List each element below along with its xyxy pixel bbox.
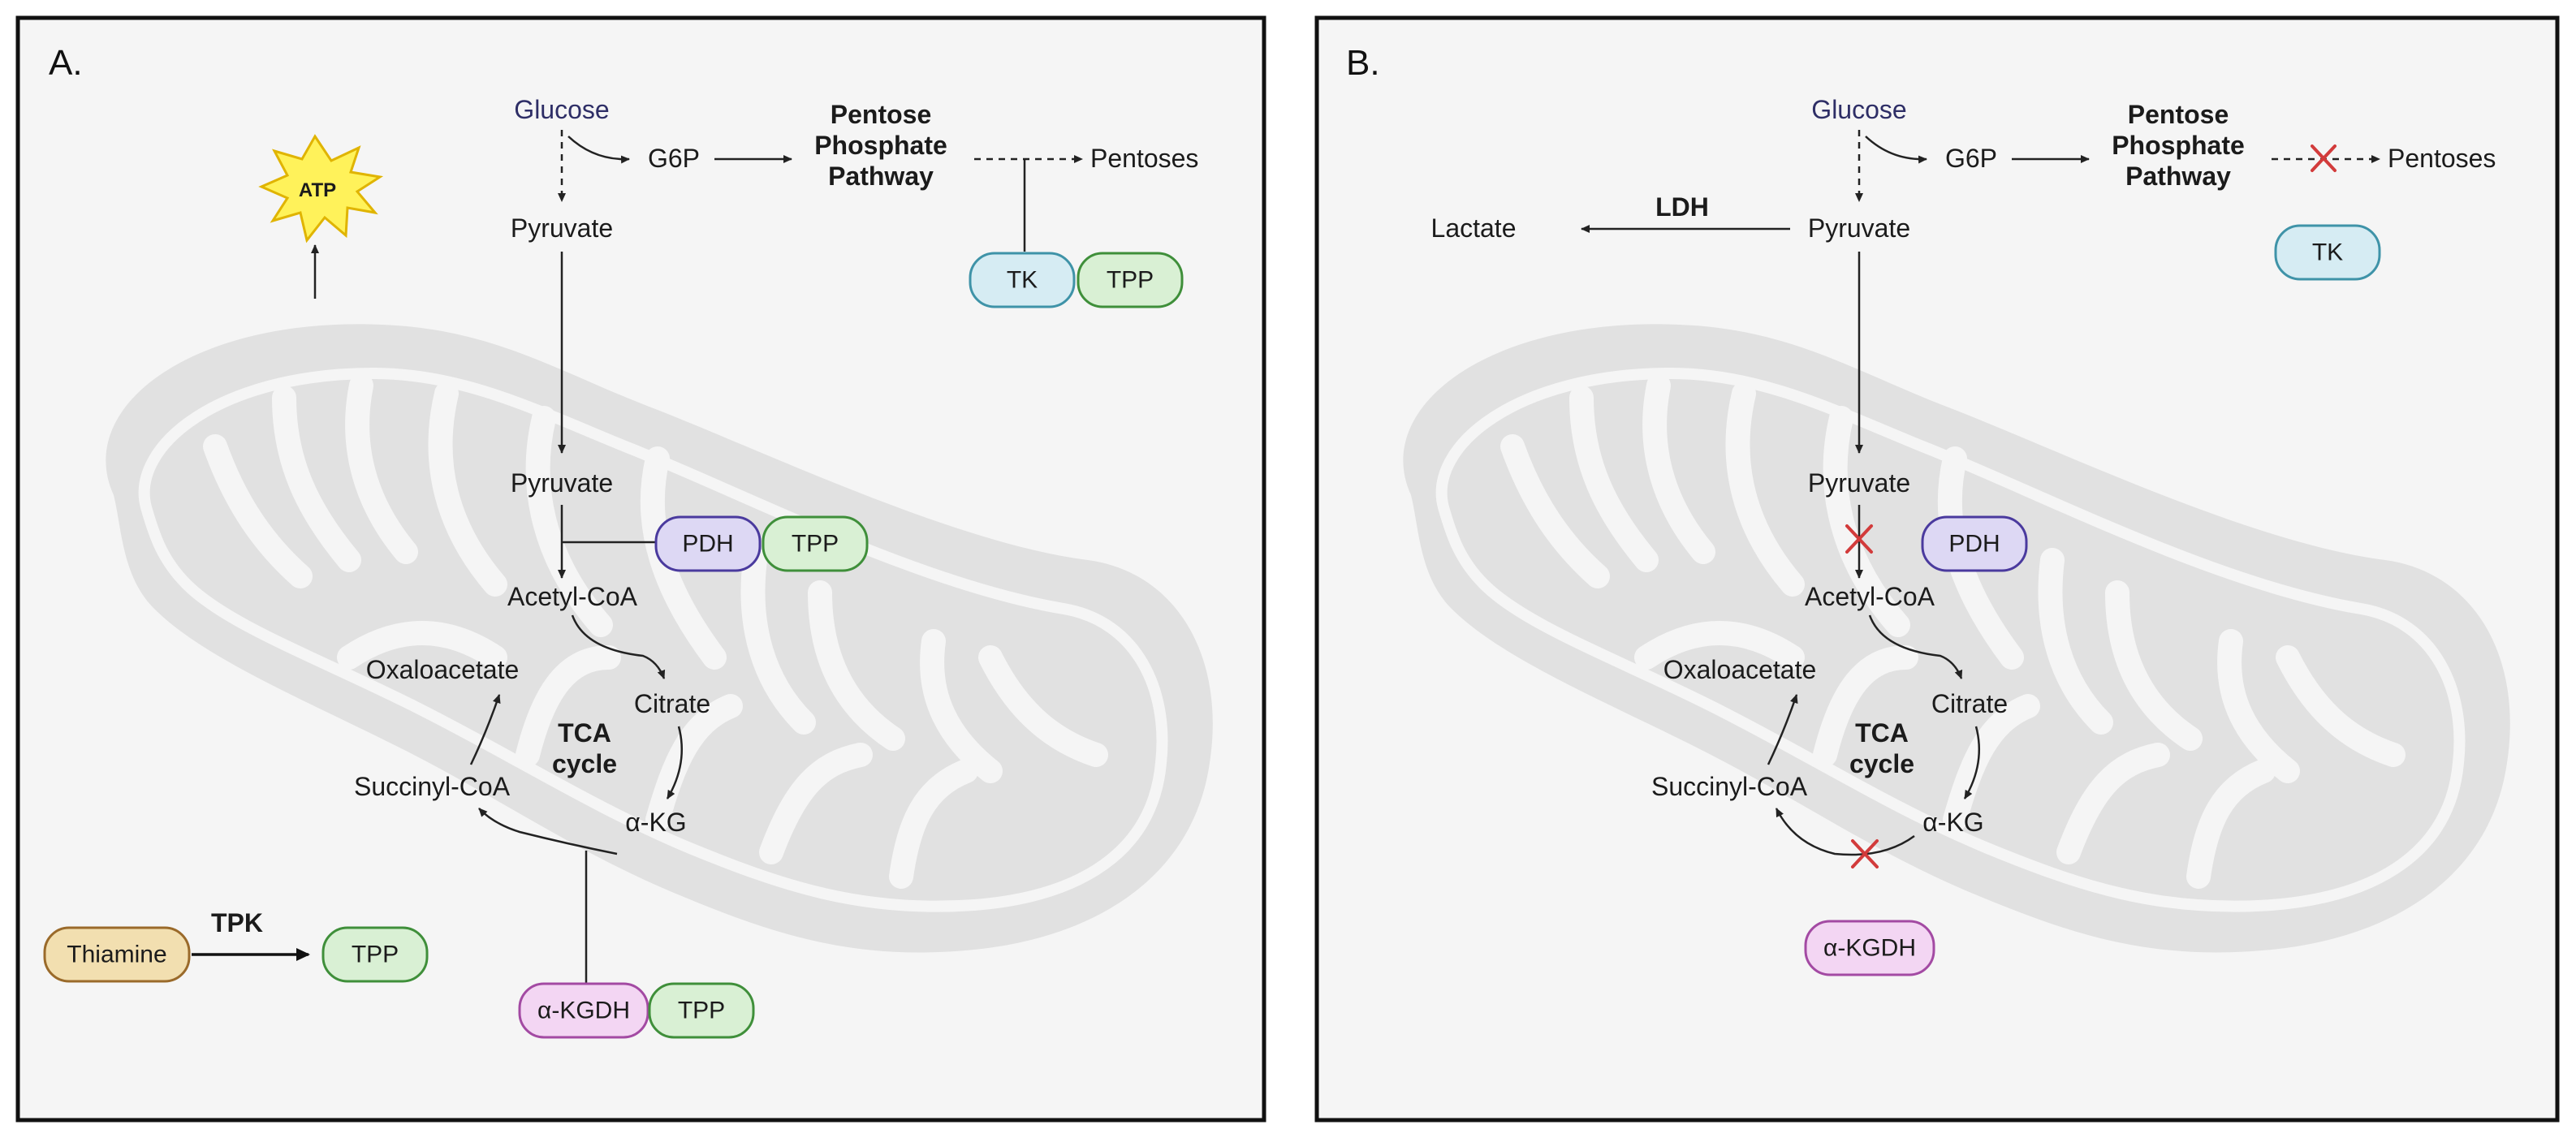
ppp-line1-b: Pentose (2128, 100, 2229, 129)
akgdh-pill-b (1804, 920, 1935, 976)
oxaloacetate-label: Oxaloacetate (366, 655, 520, 684)
panel-b: B. Glucose G6P Pentose Phosphate Pathway… (1314, 15, 2560, 1123)
ppp-inhibition-mark (2311, 144, 2337, 172)
akg-to-succinylcoa-arrow (478, 808, 618, 855)
ppp-line3: Pathway (828, 162, 934, 191)
citrate-label: Citrate (634, 689, 710, 718)
glucose-label: Glucose (514, 95, 609, 124)
ppp-line2: Phosphate (814, 131, 947, 160)
lactate-label: Lactate (1431, 213, 1517, 243)
pyruvate-cyto-label: Pyruvate (511, 213, 613, 243)
glucose-to-g6p-arrow (567, 136, 630, 164)
acetylcoa-label: Acetyl-CoA (507, 582, 638, 611)
pdh-label-b: PDH (1948, 531, 2000, 558)
tca-line2: cycle (552, 749, 617, 778)
tpk-label: TPK (211, 908, 263, 937)
citrate-to-akg-arrow-b (1963, 726, 1981, 799)
tpp-pdh-label: TPP (792, 531, 839, 558)
pdh-label: PDH (682, 531, 733, 558)
g6p-label: G6P (648, 144, 700, 173)
tk-pill-b (2274, 224, 2381, 281)
glucose-to-g6p-arrow-b (1865, 136, 1927, 164)
akgdh-label: α-KGDH (537, 998, 630, 1024)
pyruvate-mito-label-b: Pyruvate (1808, 468, 1910, 498)
succinylcoa-to-oxaloacetate-arrow-b (1767, 694, 1798, 765)
thiamine-pill (43, 926, 191, 983)
tca-line2-b: cycle (1849, 749, 1914, 778)
tk-label-b: TK (2312, 239, 2343, 266)
akgdh-inhibition-mark (1851, 839, 1879, 868)
pentoses-label-b: Pentoses (2388, 144, 2496, 173)
ppp-line1: Pentose (831, 100, 931, 129)
pyruvate-mito-label: Pyruvate (511, 468, 613, 498)
panel-b-letter: B. (1346, 43, 1380, 83)
succinylcoa-label: Succinyl-CoA (354, 772, 511, 801)
akg-label: α-KG (625, 808, 686, 837)
akgdh-pill (518, 982, 649, 1039)
succinylcoa-label-b: Succinyl-CoA (1651, 772, 1808, 801)
pdh-pill (654, 515, 762, 572)
tpp-akgdh-label: TPP (678, 998, 725, 1024)
tpp-pdh-pill (762, 515, 869, 572)
tpp-akgdh-pill (648, 982, 755, 1039)
citrate-label-b: Citrate (1931, 689, 2008, 718)
tk-pill (969, 252, 1076, 308)
akg-to-succinylcoa-arrow-b (1775, 808, 1915, 856)
ldh-label: LDH (1655, 192, 1709, 222)
tpp-tk-pill (1077, 252, 1184, 308)
panel-a: A. ATP Glucose G6P Pentose Phosphate Pat… (15, 15, 1266, 1123)
tca-line1: TCA (558, 718, 611, 748)
pdh-inhibition-mark (1845, 524, 1873, 554)
acetylcoa-to-citrate-arrow-b (1868, 614, 1963, 679)
atp-label: ATP (299, 179, 336, 201)
citrate-to-akg-arrow (666, 726, 684, 799)
tpp-tk-label: TPP (1107, 267, 1154, 294)
ppp-line3-b: Pathway (2125, 162, 2231, 191)
akg-label-b: α-KG (1922, 808, 1983, 837)
tk-label: TK (1007, 267, 1038, 294)
acetylcoa-label-b: Acetyl-CoA (1805, 582, 1935, 611)
thiamine-label: Thiamine (67, 942, 166, 968)
panel-a-letter: A. (49, 43, 83, 83)
acetylcoa-to-citrate-arrow (571, 614, 666, 679)
tca-line1-b: TCA (1855, 718, 1909, 748)
oxaloacetate-label-b: Oxaloacetate (1663, 655, 1817, 684)
tpp-tpk-pill (321, 926, 429, 983)
ppp-line2-b: Phosphate (2112, 131, 2245, 160)
glucose-label-b: Glucose (1811, 95, 1906, 124)
pyruvate-cyto-label-b: Pyruvate (1808, 213, 1910, 243)
succinylcoa-to-oxaloacetate-arrow (469, 694, 501, 765)
pdh-pill-b (1921, 515, 2028, 572)
g6p-label-b: G6P (1945, 144, 1997, 173)
tpp-tpk-label: TPP (352, 942, 399, 968)
pentoses-label: Pentoses (1090, 144, 1198, 173)
akgdh-label-b: α-KGDH (1823, 935, 1916, 962)
atp-burst: ATP (258, 134, 384, 243)
